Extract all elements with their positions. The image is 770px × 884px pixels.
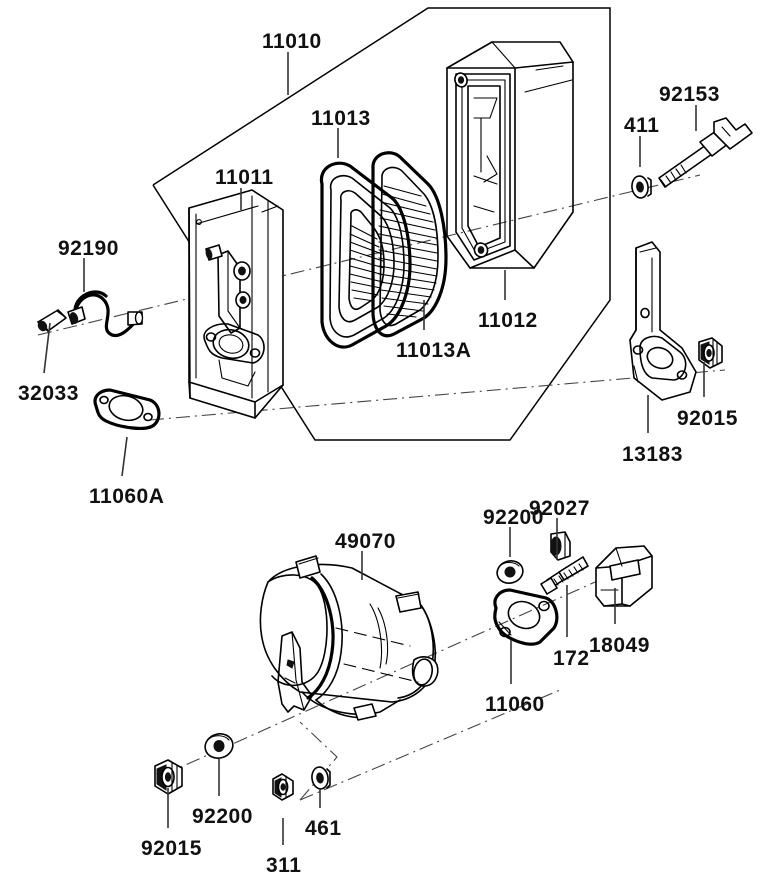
assembly-boundary-11010 xyxy=(152,7,611,441)
part-92200-washer-left xyxy=(204,733,234,759)
part-11011-air-cleaner-base xyxy=(188,189,284,419)
part-label-washer: 411 xyxy=(624,114,660,137)
part-11060-gasket-lower xyxy=(493,588,559,646)
part-label-air-cleaner-cover: 11012 xyxy=(478,309,538,332)
center-lines xyxy=(37,174,726,801)
part-label-muffler-joint: 18049 xyxy=(589,634,650,657)
part-92200-washer-right xyxy=(496,560,524,584)
part-18049-muffler-joint xyxy=(595,545,653,607)
part-label-nut: 92015 xyxy=(141,837,202,860)
part-label-washer: 92200 xyxy=(192,805,253,828)
part-label-pre-filter-element: 11013A xyxy=(396,339,472,362)
part-11012-air-cleaner-cover xyxy=(446,41,574,269)
leader-line-32033 xyxy=(43,322,51,374)
part-13183-plate-bracket xyxy=(629,241,697,401)
part-label-gasket: 11060A xyxy=(89,485,165,508)
part-49070-muffler xyxy=(259,555,439,721)
part-label-tube: 92190 xyxy=(58,237,119,260)
part-label-air-cleaner-assembly: 11010 xyxy=(262,30,322,53)
part-11013-air-filter-element xyxy=(319,161,412,349)
part-label-air-filter-element: 11013 xyxy=(311,107,371,130)
part-92153-bolt xyxy=(658,117,753,188)
leader-line-11060A xyxy=(121,436,128,477)
part-92027-collar xyxy=(550,531,571,561)
part-label-plate-bracket: 13183 xyxy=(622,443,683,466)
part-label-nut: 92015 xyxy=(677,407,738,430)
part-411-washer xyxy=(631,175,652,199)
part-92015-nut-lower xyxy=(154,759,183,795)
part-label-washer: 92200 xyxy=(483,506,544,529)
part-92190-tube xyxy=(67,290,144,338)
part-label-gasket: 11060 xyxy=(485,693,545,716)
part-label-collar: 92027 xyxy=(529,497,590,520)
part-11013A-pre-filter-element xyxy=(371,151,448,338)
part-label-bolt: 92153 xyxy=(659,83,720,106)
part-label-air-cleaner-base: 11011 xyxy=(215,166,274,189)
part-label-washer: 461 xyxy=(305,817,342,840)
part-92015-nut-upper xyxy=(698,337,723,369)
part-label-stud-bolt: 172 xyxy=(553,647,590,670)
part-311-nut xyxy=(272,773,294,801)
part-label-nut: 311 xyxy=(266,854,302,877)
part-32033-pipe xyxy=(37,309,67,332)
part-label-pipe: 32033 xyxy=(18,382,79,405)
part-11060A-gasket xyxy=(93,388,161,430)
part-172-stud-bolt xyxy=(540,556,589,595)
part-label-muffler: 49070 xyxy=(335,530,396,553)
leader-lines xyxy=(43,52,705,845)
part-461-washer xyxy=(311,766,331,790)
